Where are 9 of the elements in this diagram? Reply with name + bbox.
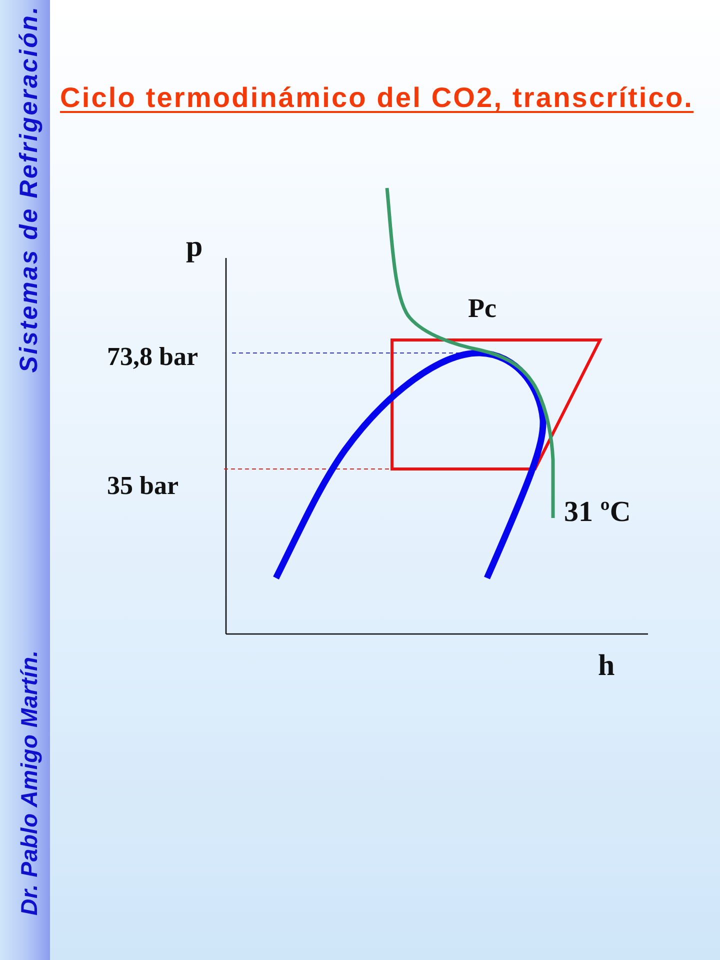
axis-label: p bbox=[186, 232, 203, 262]
pressure-label: 73,8 bar bbox=[107, 344, 198, 370]
temperature-label: 31 ºC bbox=[564, 498, 631, 527]
slide-title: Ciclo termodinámico del CO2, transcrítico. bbox=[60, 82, 694, 114]
pressure-label: 35 bar bbox=[107, 473, 178, 499]
sidebar-heading: Sistemas de Refrigeración. bbox=[16, 5, 44, 373]
axis-label: h bbox=[598, 651, 615, 681]
author-credit: Dr. Pablo Amigo Martín. bbox=[17, 650, 42, 916]
critical-point-label: Pc bbox=[468, 295, 496, 322]
